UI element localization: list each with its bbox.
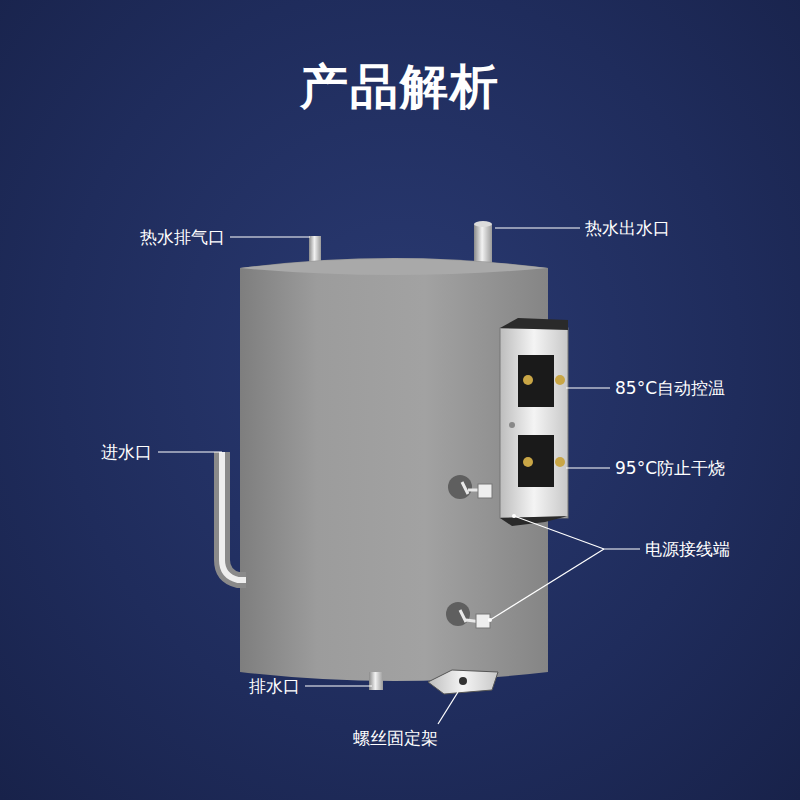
callout-label: 95°C防止干烧 [615,458,725,478]
callout-label: 排水口 [249,676,300,696]
callout-label: 螺丝固定架 [353,728,438,748]
callout-label: 电源接线端 [645,539,730,559]
leader-lines [158,228,640,724]
callout-label: 85°C自动控温 [615,378,725,398]
thermostat-95 [518,435,554,487]
terminal-hole [446,602,470,626]
callout-label: 热水排气口 [140,227,225,247]
terminal-hole [448,475,472,499]
thermostat-85 [518,355,554,407]
drain-pipe [369,672,383,690]
thermostat-panel [500,328,568,518]
inlet-pipe [222,452,246,580]
callout-label: 热水出水口 [585,218,670,238]
page-title: 产品解析 [300,58,500,116]
mount-bracket [428,670,498,694]
callout-label: 进水口 [101,442,152,462]
outlet-pipe [474,224,492,266]
